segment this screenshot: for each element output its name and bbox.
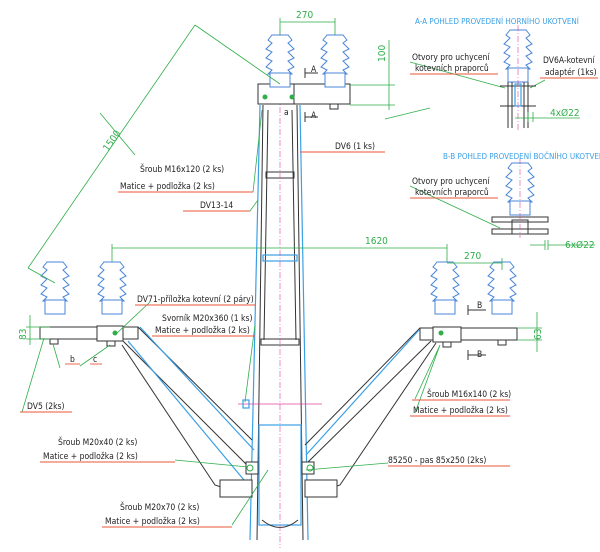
view-aa-detail (500, 25, 580, 130)
label-bolt-m16x120: Šroub M16x120 (2 ks) (140, 163, 224, 175)
top-crossarm (257, 83, 351, 110)
dimension-lines (26, 18, 542, 352)
label-dv5: DV5 (2ks) (27, 402, 65, 412)
clamp-bolts (238, 399, 322, 475)
view-bb-title: B-B POHLED PROVEDENÍ BOČNÍHO UKOTVENÍ (443, 150, 600, 161)
weld-mark-c: c (93, 355, 97, 365)
view-aa-title: A-A POHLED PROVEDENÍ HORNÍHO UKOTVENÍ (415, 15, 579, 26)
section-mark-a-top: A (311, 65, 317, 75)
dim-top-270: 270 (296, 10, 313, 21)
right-crossarm (304, 326, 518, 498)
view-bb-detail (491, 158, 595, 250)
dim-right-270: 270 (464, 251, 481, 262)
label-nut-m16x140: Matice + podložka (2 ks) (413, 406, 508, 416)
aa-adapter-line1: DV6A-kotevní (543, 56, 596, 66)
weld-mark-a: a (284, 108, 289, 118)
label-dv13-14: DV13-14 (200, 201, 233, 211)
label-strap: 85250 - pas 85x250 (2ks) (388, 456, 486, 466)
dim-1500: 1500 (101, 128, 123, 153)
insulator-top-right (320, 34, 350, 88)
label-dv6: DV6 (1 ks) (335, 142, 375, 152)
label-nut-m20x40: Matice + podložka (2 ks) (43, 452, 138, 462)
label-bolt-m20x40: Šroub M20x40 (2 ks) (58, 436, 137, 448)
insulator-left-outer (40, 261, 70, 315)
left-crossarm (39, 325, 255, 498)
dim-left-83: 83 (18, 329, 29, 340)
leader-lines (20, 61, 598, 528)
dim-1620: 1620 (365, 236, 388, 247)
aa-holes-line2: kotevních praporců (415, 63, 489, 74)
dim-top-100: 100 (377, 45, 388, 62)
label-stud-m20x360: Svorník M20x360 (1 ks) (162, 314, 252, 324)
label-bolt-m20x70: Šroub M20x70 (2 ks) (120, 501, 199, 513)
label-dv71: DV71-příložka kotevní (2 páry) (137, 295, 254, 305)
bb-holes-line1: Otvory pro uchycení (412, 177, 490, 187)
label-bolt-m16x140: Šroub M16x140 (2 ks) (427, 388, 511, 400)
section-mark-b-top: B (477, 301, 482, 311)
aa-adapter-line2: adaptér (1ks) (545, 67, 597, 78)
section-mark-a-bottom: A (311, 111, 317, 121)
bb-holes-dim: 6xØ22 (565, 239, 595, 251)
aa-holes-dim: 4xØ22 (550, 107, 580, 119)
insulator-left-inner (97, 261, 127, 315)
dim-right-63: 63 (533, 329, 544, 340)
bb-holes-line2: kotevních praporců (415, 187, 489, 198)
label-nut-m20x70: Matice + podložka (2 ks) (105, 517, 200, 527)
label-nut-m20x360: Matice + podložka (2 ks) (155, 326, 250, 336)
label-nut-m16x120: Matice + podložka (2 ks) (120, 182, 215, 192)
insulator-top-left (265, 34, 295, 88)
weld-mark-b: b (70, 355, 75, 365)
insulator-right-inner (430, 261, 460, 315)
aa-holes-line1: Otvory pro uchycení (412, 53, 490, 63)
pole (249, 30, 309, 548)
